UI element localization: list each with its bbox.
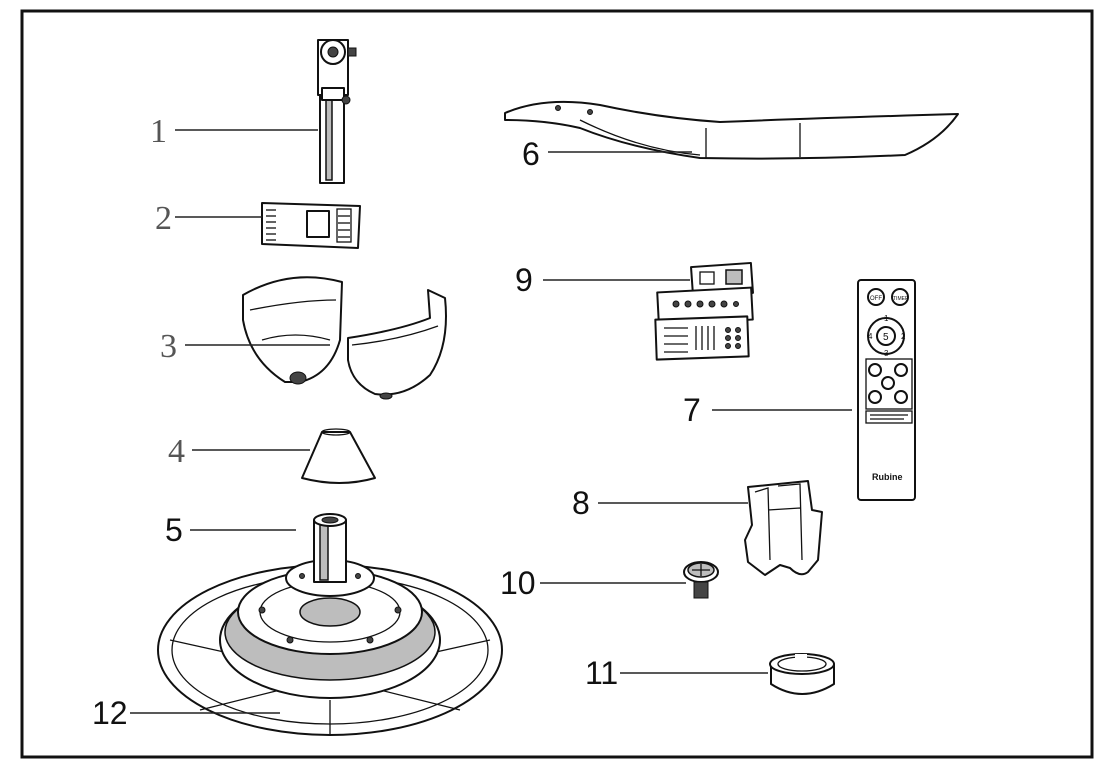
remote-brand: Rubine [872,472,903,482]
label-6: 6 [522,136,540,172]
remote-speed-2: 2 [901,332,906,341]
part-10-screw [683,561,719,599]
remote-speed-5: 5 [883,332,889,343]
label-9: 9 [515,262,533,298]
part-8-holder [744,480,823,576]
remote-speed-1: 1 [884,314,889,323]
label-1: 1 [150,113,167,150]
part-6-blade [504,100,959,160]
part-12-motor-housing [157,564,503,736]
part-2-receiver [261,202,361,249]
part-4-cover [301,428,376,484]
remote-timer-label: TIMER [893,296,909,302]
label-4: 4 [168,433,185,470]
label-2: 2 [155,200,172,237]
part-9-hardware-pack [654,261,754,361]
part-11-ring [769,653,835,695]
label-8: 8 [572,485,590,521]
part-1-downrod [317,39,357,184]
label-12: 12 [92,695,128,731]
part-3-canopy [242,276,447,400]
remote-speed-4: 4 [868,332,873,341]
part-7-remote: OFF TIMER 5 1 4 2 3 Rubine [857,279,916,501]
remote-speed-3: 3 [884,349,889,358]
label-11: 11 [585,655,618,691]
label-5: 5 [165,512,183,548]
diagram-frame [20,9,1094,759]
label-7: 7 [683,392,701,428]
remote-off-label: OFF [870,296,882,302]
label-10: 10 [500,565,536,601]
label-3: 3 [160,328,177,365]
part-5-motor-shaft [285,513,375,597]
